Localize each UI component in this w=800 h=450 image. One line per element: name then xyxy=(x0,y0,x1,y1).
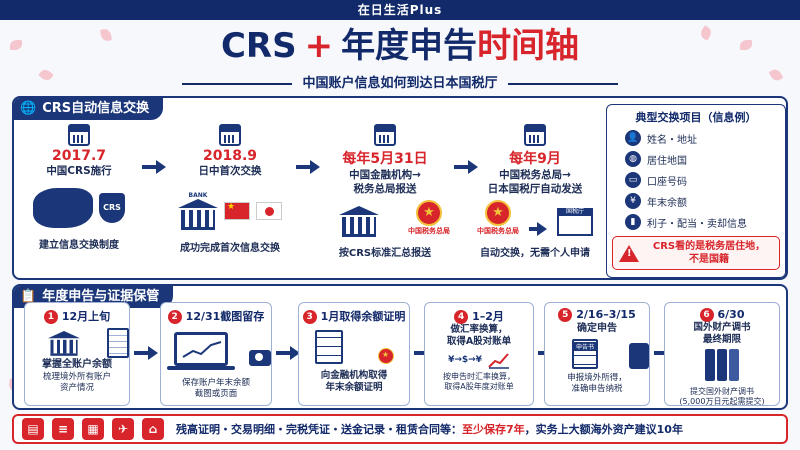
crs-step-date: 每年5月31日 xyxy=(342,151,428,167)
crs-step-2: 2018.9 日中首次交换 BANK 成功完成首次信息交换 xyxy=(170,124,290,254)
exchange-item: 👤姓名・地址 xyxy=(625,130,785,146)
title-crs: CRS xyxy=(220,26,297,66)
warning-icon xyxy=(619,244,639,262)
calendar-icon xyxy=(524,124,546,146)
document-icon: ▤ xyxy=(22,418,44,440)
crs-step-caption: 按CRS标准汇总报送 xyxy=(338,248,432,259)
bank-icon xyxy=(339,206,379,237)
arrow-icon xyxy=(529,222,547,236)
chart-icon: ▮ xyxy=(625,214,641,230)
national-emblem-icon: ★ xyxy=(416,200,442,226)
crs-step-desc: 中国CRS施行 xyxy=(46,165,112,177)
bank-icon xyxy=(178,199,218,230)
exchange-item: ◍居住地国 xyxy=(625,151,785,167)
crs-step-1: 2017.7 中国CRS施行 CRS 建立信息交换制度 xyxy=(22,124,136,251)
crs-step-4: 每年9月 中国税务总局→ 日本国税厅自动发送 ★ 中国税务总局 国税庁 自动交换… xyxy=(470,124,600,259)
china-map-icon xyxy=(33,188,93,228)
china-flag-icon xyxy=(224,201,250,220)
binders-icon xyxy=(665,349,779,385)
crs-step-date: 2018.9 xyxy=(202,148,258,164)
retention-note-bar: ▤ ≡ ▦ ✈ ⌂ 残高证明・交易明细・完税凭证・送金记录・租赁合同等：至少保存… xyxy=(12,414,788,444)
crs-step-3: 每年5月31日 中国金融机构→ 税务总局报送 ★ 中国税务总局 按CRS标准汇总… xyxy=(320,124,450,259)
spreadsheet-icon: ▦ xyxy=(82,418,104,440)
camera-icon xyxy=(249,350,271,366)
checklist-icon xyxy=(107,328,129,358)
arrow-icon xyxy=(454,160,478,174)
laptop-chart-icon xyxy=(167,332,235,370)
arrow-icon xyxy=(142,160,166,174)
exchange-item: ▮利子・配当・卖却信息 xyxy=(625,214,785,230)
arrow-icon xyxy=(134,346,158,360)
brand-bar: 在日生活Plus xyxy=(0,0,800,20)
globe-icon: 🌐 xyxy=(20,101,37,116)
crs-step-caption: 自动交换，无需个人申请 xyxy=(480,248,590,259)
title-annual: 年度申告 xyxy=(341,26,478,66)
japan-flag-icon xyxy=(256,201,282,220)
crs-step-date: 2017.7 xyxy=(51,148,107,164)
certificate-document-icon xyxy=(314,330,343,364)
calendar-icon xyxy=(219,124,241,146)
sakura-petal xyxy=(740,40,752,50)
arrow-icon xyxy=(296,160,320,174)
national-emblem-icon: ★ xyxy=(485,200,511,226)
calendar-icon xyxy=(68,124,90,146)
airplane-icon: ✈ xyxy=(112,418,134,440)
crs-panel-title: 🌐CRS自动信息交换 xyxy=(14,98,164,120)
sakura-petal xyxy=(10,40,22,50)
seal-icon: ★ xyxy=(377,348,394,364)
receipt-icon: ≡ xyxy=(52,418,74,440)
emblem-label: 中国税务总局 xyxy=(408,227,450,235)
crs-step-caption: 建立信息交换制度 xyxy=(39,240,119,251)
calendar-icon xyxy=(374,124,396,146)
crs-step-caption: 成功完成首次信息交换 xyxy=(180,243,280,254)
crs-step-desc: 日中首次交换 xyxy=(198,165,262,177)
clipboard-icon: 📋 xyxy=(20,289,37,304)
chart-icon xyxy=(488,353,509,369)
exchange-item: ▭口座号码 xyxy=(625,172,785,188)
exchange-item: ¥年末余额 xyxy=(625,193,785,209)
person-icon: 👤 xyxy=(625,130,641,146)
title-plus: + xyxy=(304,26,334,66)
tax-return-document-icon: 申告书 xyxy=(572,339,598,369)
home-icon: ⌂ xyxy=(142,418,164,440)
calculator-icon xyxy=(629,343,649,369)
yen-icon: ¥ xyxy=(625,193,641,209)
crs-step-desc: 中国金融机构→ 税务总局报送 xyxy=(349,169,421,195)
residency-warning: CRS看的是税务居住地， 不是国籍 xyxy=(612,236,780,270)
retention-note-text: 残高证明・交易明细・完税凭证・送金记录・租赁合同等：至少保存7年，实务上大额海外… xyxy=(176,423,683,436)
globe-icon: ◍ xyxy=(625,151,641,167)
bank-label: BANK xyxy=(188,192,208,199)
subtitle: 中国账户信息如何到达日本国税厅 xyxy=(0,72,800,91)
currency-exchange-icon: ¥→$→¥ xyxy=(448,355,482,365)
card-icon: ▭ xyxy=(625,172,641,188)
warning-text: CRS看的是税务居住地， 不是国籍 xyxy=(652,241,766,265)
arrow-icon xyxy=(276,346,300,360)
title-timeline: 时间轴 xyxy=(477,26,580,66)
crs-shield-icon: CRS xyxy=(99,193,125,223)
main-title: CRS+年度申告时间轴 xyxy=(0,24,800,68)
crs-step-date: 每年9月 xyxy=(509,151,561,167)
tax-office-building-icon: 国税庁 xyxy=(557,208,593,236)
emblem-label: 中国税务总局 xyxy=(477,227,519,235)
exchange-box-title: 典型交换项目（信息例） xyxy=(635,111,757,124)
bank-icon xyxy=(48,331,80,356)
crs-step-desc: 中国税务总局→ 日本国税厅自动发送 xyxy=(487,169,583,195)
